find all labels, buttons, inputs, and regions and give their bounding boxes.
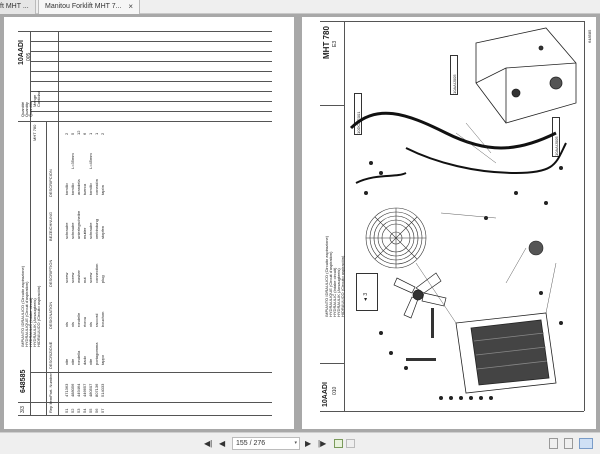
page-number-input[interactable]: 155 / 276 ▾	[232, 437, 300, 450]
column-header: DESCRIZIONE	[48, 341, 53, 369]
tab-label: ft MHT ...	[0, 3, 29, 10]
two-page-view-icon[interactable]	[579, 438, 593, 449]
tab-active-document[interactable]: Manitou Forklift MHT 7... ×	[38, 0, 140, 14]
section-sub: 005	[26, 52, 32, 61]
note-box: ◄ 3	[356, 273, 378, 311]
section-code: 10AADI	[18, 40, 25, 65]
document-viewer[interactable]: 10AADI 005 Quantité Quantity Quantità Me…	[0, 14, 600, 432]
exploded-parts-diagram	[349, 27, 577, 400]
previous-page-button[interactable]: ◀	[219, 439, 226, 448]
close-icon[interactable]: ×	[128, 2, 133, 11]
ref-box-10aaij005-right: 10AAIJ005	[552, 117, 560, 157]
model-label: MHT 780	[32, 124, 37, 141]
doc-number: 648585	[20, 369, 27, 393]
copy-page-icon[interactable]	[334, 439, 343, 448]
page-right-exploded-diagram: MHT 780 E3 648585 10AADI 010 IMPIANTO ID…	[302, 17, 596, 429]
qty-header: Cantidad	[36, 90, 41, 107]
tab-bar: ft MHT ... Manitou Forklift MHT 7... ×	[0, 0, 600, 14]
title-line: HIDRÁULICO (Circuito aspiración)	[36, 285, 41, 347]
first-page-button[interactable]: ◀|	[204, 439, 213, 448]
last-page-button[interactable]: |▶	[318, 439, 327, 448]
model-label: MHT 780	[322, 26, 331, 59]
column-header: Part. Number	[48, 373, 53, 397]
page-number-value: 155 / 276	[236, 440, 266, 447]
doc-number: 648585	[587, 29, 592, 43]
next-page-button[interactable]: ▶	[305, 439, 312, 448]
column-header: DESCRIPTION	[48, 259, 53, 287]
viewer-toolbar: ◀| ◀ 155 / 276 ▾ ▶ |▶	[0, 432, 600, 454]
column-header: DESIGNATION	[48, 301, 53, 329]
section-code: 10AADI	[322, 382, 329, 407]
model-sub: E3	[332, 40, 338, 47]
page-ref: 3/3	[20, 406, 26, 413]
column-header: Rep Item	[48, 396, 53, 413]
section-sub: 010	[332, 386, 338, 395]
continuous-view-icon[interactable]	[564, 438, 573, 449]
title-line: HIDRÁULICO (Circuito aspiración)	[340, 255, 345, 317]
ref-box-10dcde001: 10DCDE001	[354, 93, 362, 135]
chevron-down-icon[interactable]: ▾	[294, 440, 297, 446]
single-page-view-icon[interactable]	[549, 438, 558, 449]
paste-page-icon[interactable]	[346, 439, 355, 448]
column-header: DESCRIPCION	[48, 169, 53, 197]
ref-box-10aaij005-top: 10AAIJ005	[450, 55, 458, 95]
tab-previous-document[interactable]: ft MHT ...	[0, 0, 36, 14]
column-header: BEZEICHNUNG	[48, 211, 53, 241]
tab-label: Manitou Forklift MHT 7...	[45, 3, 122, 10]
page-left-parts-list: 10AADI 005 Quantité Quantity Quantità Me…	[4, 17, 294, 429]
